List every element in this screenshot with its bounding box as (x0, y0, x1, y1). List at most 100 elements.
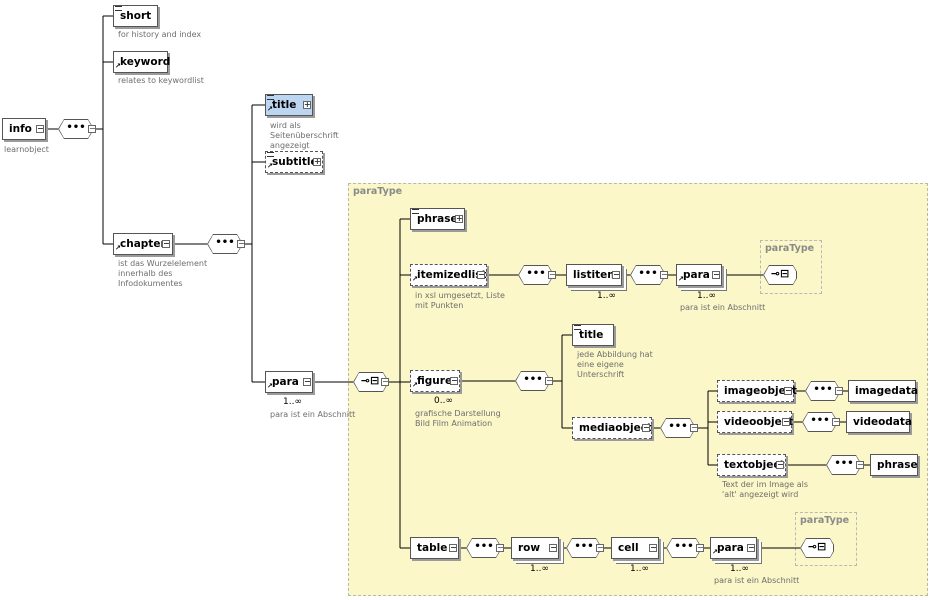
element-para[interactable]: ↗ para − (265, 371, 313, 393)
element-subtitle[interactable]: ↗ subtitle + (265, 151, 323, 173)
element-keyword[interactable]: ↗ keyword (113, 51, 170, 73)
element-title-figure[interactable]: title (572, 324, 614, 346)
expand-icon[interactable]: − (449, 543, 457, 552)
element-imagedata[interactable]: imagedata (848, 380, 918, 402)
collapse-icon[interactable]: − (660, 270, 668, 279)
choice-compositor-paratype-list[interactable]: ⊸⊟ (763, 265, 797, 285)
element-itemizedlist[interactable]: ↗ itemizedlist − (410, 264, 487, 286)
note-short: for history and index (118, 30, 202, 39)
element-phrase[interactable]: phrase + (410, 208, 465, 230)
choice-compositor-paratype-table[interactable]: ⊸⊟ (800, 538, 834, 558)
collapse-icon[interactable]: − (548, 270, 556, 279)
expand-icon[interactable]: − (747, 543, 755, 552)
note-figure: grafische Darstellung Bild Film Animatio… (415, 409, 501, 428)
expand-icon[interactable]: − (782, 417, 790, 426)
element-videoobject-label: videoobject (724, 416, 793, 428)
collapse-icon[interactable]: − (237, 239, 245, 248)
collapse-icon[interactable]: − (856, 460, 864, 469)
expand-icon[interactable]: − (776, 460, 784, 469)
expand-plus-icon[interactable]: + (313, 157, 321, 166)
paratype-region-list-label: paraType (765, 243, 815, 254)
reference-arrow-icon: ↗ (115, 62, 121, 70)
expand-icon[interactable]: − (450, 376, 458, 385)
collapse-icon[interactable]: − (832, 417, 840, 426)
sequence-compositor-figure[interactable]: ••• − (515, 371, 553, 391)
sequence-compositor-chapter[interactable]: ••• − (207, 234, 245, 254)
collapse-icon[interactable]: − (596, 543, 604, 552)
cardinality-para-table: 1..∞ (730, 564, 749, 574)
expand-icon[interactable]: − (712, 270, 720, 279)
note-para-table: para ist ein Abschnitt (714, 576, 800, 585)
element-figure-label: figure (417, 375, 453, 387)
sequence-icon: ••• (567, 539, 601, 557)
element-imageobject-label: imageobject (724, 385, 797, 397)
expand-icon[interactable]: − (784, 386, 792, 395)
collapse-icon[interactable]: − (545, 376, 553, 385)
choice-icon: ⊸⊟ (354, 373, 386, 391)
element-para-list[interactable]: ↗ para − (676, 264, 722, 286)
sequence-compositor-imageobject[interactable]: ••• − (805, 381, 843, 401)
reference-arrow-icon: ↗ (412, 381, 418, 389)
element-info[interactable]: info − (2, 118, 46, 140)
element-para-table[interactable]: ↗ para − (710, 537, 757, 559)
sequence-compositor-info[interactable]: ••• − (58, 119, 96, 139)
sequence-icon: ••• (803, 413, 837, 431)
element-para-label: para (272, 376, 299, 388)
paratype-region-table-label: paraType (800, 515, 850, 526)
reference-arrow-icon: ↗ (712, 548, 718, 556)
element-figure[interactable]: ↗ figure − (410, 370, 460, 392)
element-listitem-label: listitem (573, 269, 619, 281)
expand-plus-icon[interactable]: + (303, 100, 311, 109)
element-short[interactable]: short (113, 5, 158, 27)
documentation-icon (267, 152, 274, 157)
element-cell[interactable]: cell − (611, 537, 659, 559)
element-textobject[interactable]: textobject − (717, 454, 786, 476)
element-itemizedlist-label: itemizedlist (417, 269, 487, 281)
element-title[interactable]: ↗ title + (265, 94, 313, 116)
element-table[interactable]: table − (410, 537, 459, 559)
sequence-compositor-row[interactable]: ••• − (566, 538, 604, 558)
collapse-icon[interactable]: − (496, 543, 504, 552)
cardinality-para: 1..∞ (283, 397, 302, 407)
choice-compositor-mediaobject[interactable]: ••• − (660, 418, 698, 438)
element-imageobject[interactable]: imageobject − (717, 380, 797, 402)
choice-compositor-para[interactable]: ⊸⊟ − (353, 372, 389, 392)
element-phrase-text[interactable]: phrase (870, 454, 918, 476)
collapse-icon[interactable]: − (835, 386, 843, 395)
expand-icon[interactable]: − (477, 270, 485, 279)
sequence-compositor-videoobject[interactable]: ••• − (802, 412, 840, 432)
collapse-icon[interactable]: − (696, 543, 704, 552)
sequence-compositor-textobject[interactable]: ••• − (826, 455, 864, 475)
collapse-icon[interactable]: − (88, 124, 96, 133)
element-short-label: short (120, 10, 152, 22)
collapse-icon[interactable]: − (381, 377, 389, 386)
expand-icon[interactable]: − (303, 377, 311, 386)
element-listitem[interactable]: listitem − (566, 264, 622, 286)
expand-icon[interactable]: − (549, 543, 557, 552)
expand-icon[interactable]: − (36, 124, 44, 133)
sequence-compositor-cell[interactable]: ••• − (666, 538, 704, 558)
element-row[interactable]: row − (511, 537, 559, 559)
sequence-icon: ••• (661, 419, 695, 437)
note-title: wird als Seitenüberschrift angezeigt (270, 121, 339, 150)
sequence-compositor-itemizedlist[interactable]: ••• − (518, 265, 556, 285)
expand-icon[interactable]: − (649, 543, 657, 552)
element-videodata[interactable]: videodata (846, 411, 912, 433)
expand-icon[interactable]: − (642, 423, 650, 432)
sequence-icon: ••• (827, 456, 861, 474)
element-mediaobject[interactable]: mediaobject − (572, 417, 652, 439)
sequence-compositor-listitem[interactable]: ••• − (630, 265, 668, 285)
expand-plus-icon[interactable]: + (455, 214, 463, 223)
documentation-icon (115, 6, 122, 11)
element-chapter[interactable]: ↗ chapter − (113, 233, 173, 255)
collapse-icon[interactable]: − (690, 423, 698, 432)
expand-icon[interactable]: − (162, 239, 170, 248)
element-para-list-label: para (683, 269, 710, 281)
note-title-figure: jede Abbildung hat eine eigene Unterschr… (577, 350, 653, 379)
sequence-compositor-table[interactable]: ••• − (466, 538, 504, 558)
element-videoobject[interactable]: videoobject − (717, 411, 793, 433)
expand-icon[interactable]: − (612, 270, 620, 279)
sequence-icon: ••• (208, 235, 242, 253)
reference-arrow-icon: ↗ (678, 275, 684, 283)
